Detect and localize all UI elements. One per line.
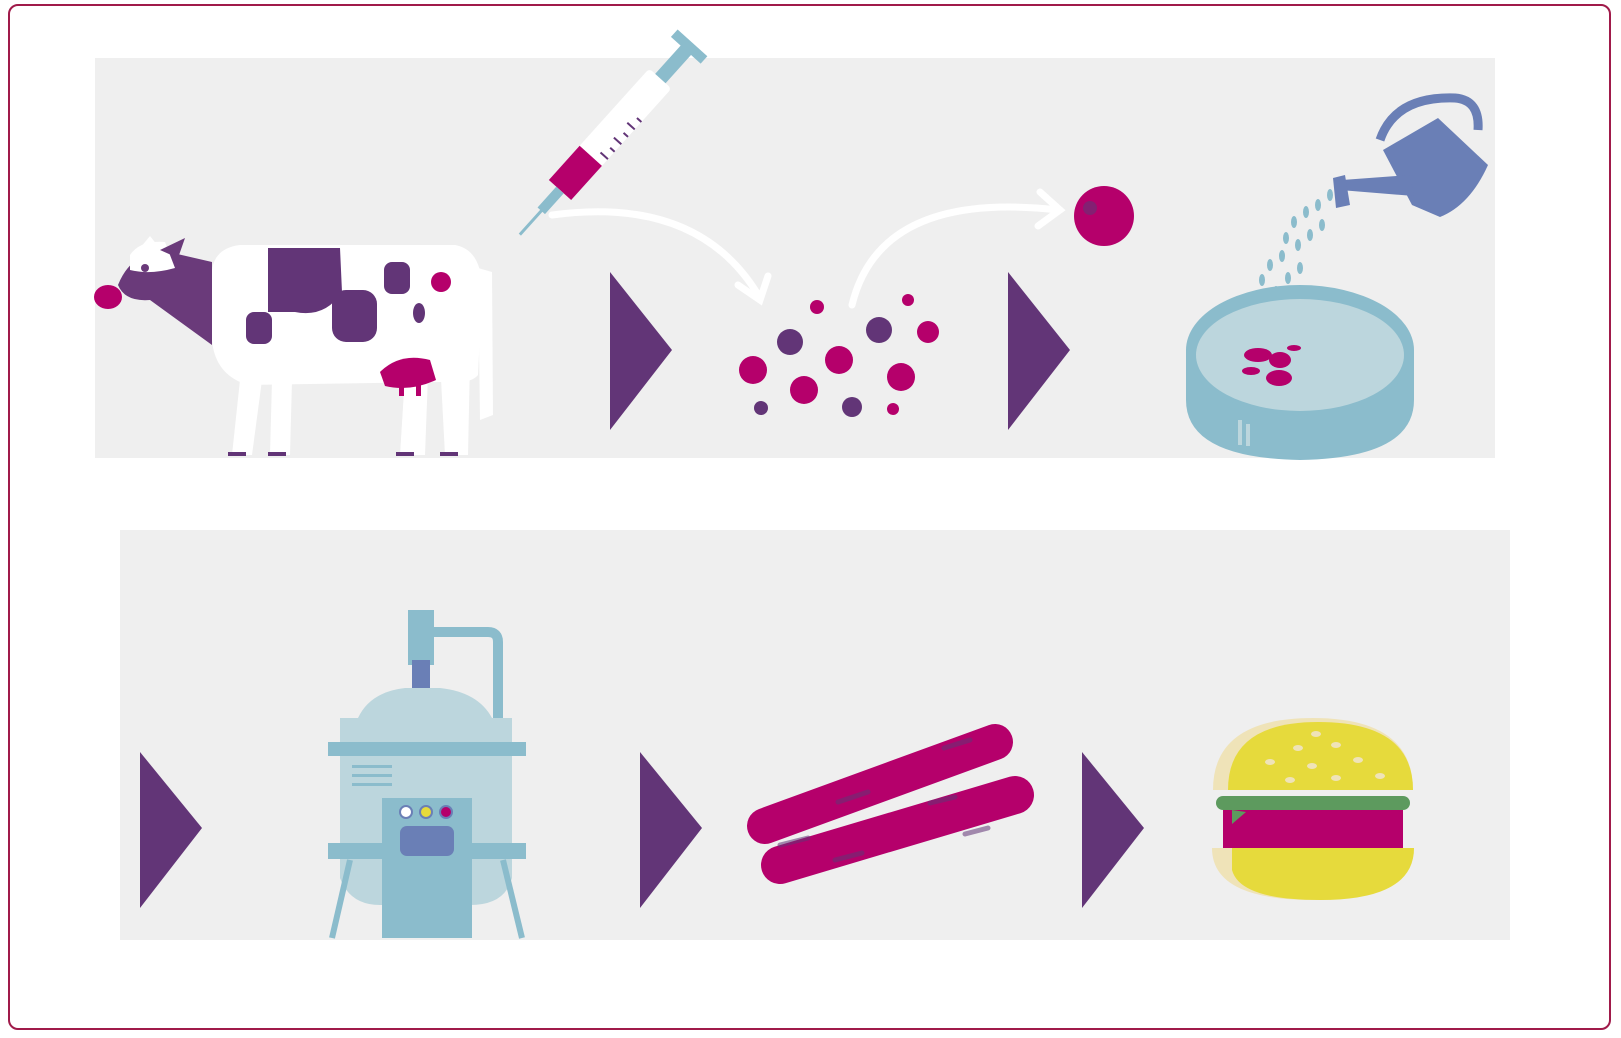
step-arrow [1082, 752, 1144, 908]
muscle-strips-icon [765, 740, 1015, 865]
petri-dish-icon [1186, 285, 1414, 460]
watering-can-icon [1333, 98, 1488, 217]
burger-icon [1212, 718, 1414, 900]
curved-arrow [852, 192, 1060, 305]
cells-icon [739, 294, 939, 417]
step-arrow [610, 272, 672, 430]
single-cell-icon [1074, 186, 1134, 246]
step-arrow [640, 752, 702, 908]
step-arrow [140, 752, 202, 908]
step-arrow [1008, 272, 1070, 430]
cow-icon [94, 236, 493, 456]
bioreactor-icon [328, 610, 526, 938]
curved-arrow [552, 212, 768, 300]
